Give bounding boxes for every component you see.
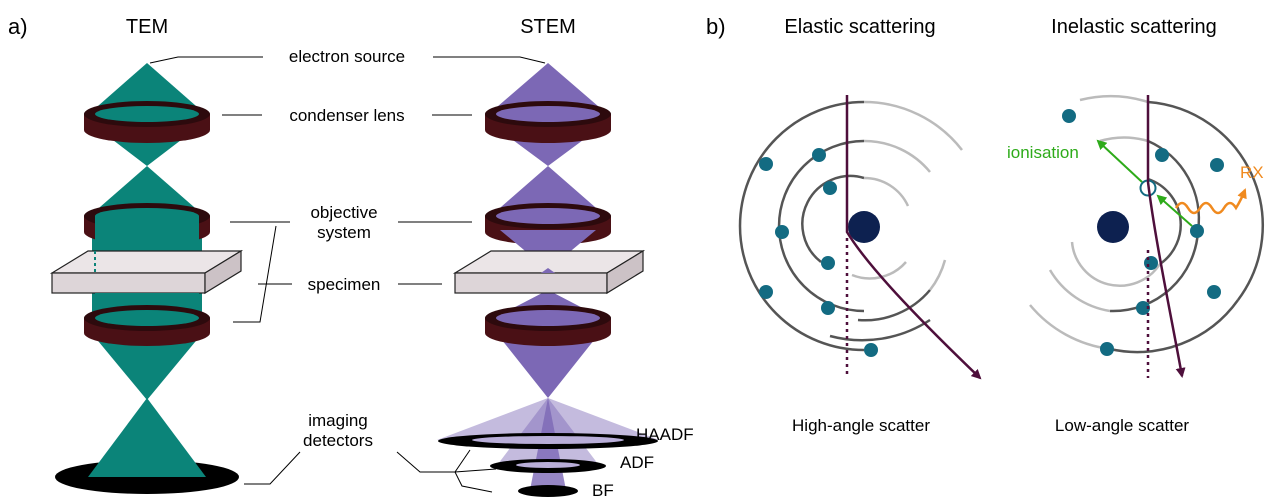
- ionisation-label: ionisation: [1007, 143, 1079, 162]
- inelastic-electron: [1062, 109, 1076, 123]
- xray-label: RX: [1240, 163, 1264, 182]
- elastic-title: Elastic scattering: [784, 16, 935, 38]
- elastic-electron: [812, 148, 826, 162]
- inelastic-electron: [1136, 301, 1150, 315]
- label-electron-source: electron source: [289, 47, 405, 66]
- ionisation-arrow: [1096, 139, 1143, 183]
- inelastic-trajectory-arrow: [1146, 95, 1186, 378]
- label-condenser-lens: condenser lens: [289, 106, 404, 125]
- elastic-nucleus: [848, 211, 880, 243]
- panel-b-letter: b): [706, 14, 726, 39]
- tem-column: [49, 63, 244, 494]
- elastic-electron: [821, 301, 835, 315]
- label-imaging-line2: detectors: [303, 431, 373, 450]
- stem-beam-lower-cone: [494, 330, 602, 398]
- tem-beam-lower-cone: [89, 330, 205, 400]
- stem-objective-lens-lower: [485, 305, 611, 346]
- tem-objective-lens-lower: [84, 293, 210, 346]
- stem-specimen: [452, 249, 646, 295]
- inelastic-electron: [1190, 224, 1204, 238]
- label-imaging-line1: imaging: [308, 411, 368, 430]
- elastic-electron: [775, 225, 789, 239]
- inelastic-electron: [1155, 148, 1169, 162]
- stem-condenser-lens: [485, 101, 611, 143]
- elastic-electron: [864, 343, 878, 357]
- inelastic-electron: [1144, 256, 1158, 270]
- elastic-electron: [759, 285, 773, 299]
- xray-emission-arrow: [1174, 188, 1247, 215]
- tem-title: TEM: [126, 16, 168, 38]
- tem-beam-source-cone: [90, 63, 204, 113]
- inelastic-nucleus: [1097, 211, 1129, 243]
- elastic-trajectory-arrow: [845, 95, 982, 380]
- inelastic-electron: [1100, 342, 1114, 356]
- elastic-electron: [821, 256, 835, 270]
- inelastic-atom: [1029, 94, 1264, 378]
- tem-beam-screen-cone: [88, 398, 206, 477]
- tem-specimen: [49, 249, 244, 295]
- panel-a-letter: a): [8, 14, 28, 39]
- adf-detector: [490, 459, 606, 473]
- panel-a-labels: [149, 56, 546, 493]
- inelastic-title: Inelastic scattering: [1051, 16, 1217, 38]
- label-objective-line2: system: [317, 223, 371, 242]
- tem-beam-upper-cone: [92, 166, 202, 214]
- inelastic-electron: [1210, 158, 1224, 172]
- inelastic-caption: Low-angle scatter: [1055, 416, 1190, 435]
- elastic-caption: High-angle scatter: [792, 416, 930, 435]
- elastic-electron: [759, 157, 773, 171]
- inelastic-electron: [1207, 285, 1221, 299]
- stem-beam-source-cone: [490, 63, 606, 113]
- bf-label: BF: [592, 481, 614, 497]
- elastic-atom: [738, 95, 982, 380]
- relaxation-arrow: [1156, 194, 1193, 227]
- bf-detector: [518, 485, 578, 497]
- haadf-detector: [438, 433, 658, 449]
- haadf-label: HAADF: [636, 425, 694, 444]
- adf-label: ADF: [620, 453, 654, 472]
- tem-condenser-lens: [84, 101, 210, 143]
- label-objective-line1: objective: [310, 203, 377, 222]
- stem-beam-upper-cone: [493, 166, 603, 214]
- stem-title: STEM: [520, 16, 576, 38]
- label-specimen: specimen: [308, 275, 381, 294]
- elastic-electron: [823, 181, 837, 195]
- stem-objective-lens-upper: [485, 203, 611, 270]
- stem-column: HAADF ADF BF: [437, 63, 694, 497]
